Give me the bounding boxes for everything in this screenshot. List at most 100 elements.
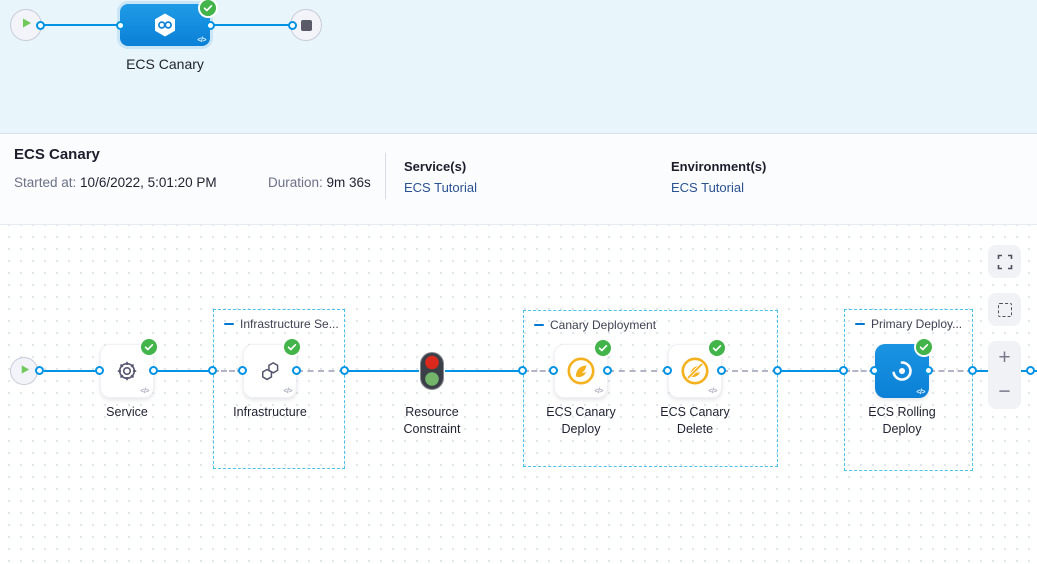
- collapse-icon: [224, 322, 234, 326]
- node-label-infrastructure: Infrastructure: [233, 405, 307, 419]
- minimap-stage-node-ecs-canary[interactable]: </>: [120, 4, 210, 46]
- success-check-icon: [595, 340, 611, 356]
- connector-dot: [208, 366, 217, 375]
- connector-dot: [603, 366, 612, 375]
- graph-edge-dashed: [523, 370, 554, 372]
- code-icon: </>: [594, 388, 603, 395]
- graph-edge: [445, 370, 523, 372]
- connector-dot: [717, 366, 726, 375]
- success-check-icon: [916, 339, 932, 355]
- graph-edge: [778, 370, 844, 372]
- collapse-icon: [534, 323, 544, 327]
- canary-deploy-icon: [566, 356, 596, 386]
- graph-edge: [345, 370, 419, 372]
- group-canary-deployment: Canary Deployment: [523, 310, 778, 467]
- node-label-service: Service: [106, 405, 148, 419]
- connector-dot: [1026, 366, 1035, 375]
- connector-dot: [663, 366, 672, 375]
- success-check-icon: [709, 340, 725, 356]
- traffic-light-icon: [419, 352, 445, 395]
- ecs-rolling-icon: [888, 357, 916, 385]
- divider: [385, 153, 386, 199]
- zoom-controls: + −: [988, 341, 1021, 409]
- node-ecs-canary-delete[interactable]: </>: [668, 344, 722, 398]
- code-icon: </>: [197, 37, 206, 44]
- infrastructure-hexagons-icon: [257, 358, 283, 384]
- stage-minimap-band: </> ECS Canary: [0, 0, 1037, 134]
- graph-edge-dashed: [844, 370, 875, 372]
- reset-selection-button[interactable]: [988, 293, 1021, 326]
- connector-dot: [292, 366, 301, 375]
- duration-value: 9m 36s: [322, 175, 371, 190]
- execution-summary-bar: ECS Canary Started at: 10/6/2022, 5:01:2…: [0, 134, 1037, 225]
- graph-edge-dashed: [929, 370, 973, 372]
- success-check-icon: [284, 339, 300, 355]
- duration: Duration: 9m 36s: [268, 175, 371, 190]
- success-check-icon: [141, 339, 157, 355]
- group-label: Primary Deploy...: [871, 317, 963, 331]
- minimap-stage-label: ECS Canary: [126, 56, 204, 72]
- connector-dot: [549, 366, 558, 375]
- group-canary-header[interactable]: Canary Deployment: [534, 318, 656, 332]
- connector-dot: [35, 366, 44, 375]
- graph-edge-dashed: [608, 370, 668, 372]
- connector-dot: [340, 366, 349, 375]
- gear-icon: [114, 358, 140, 384]
- minimap-edge: [44, 24, 120, 26]
- canary-delete-icon: [680, 356, 710, 386]
- node-resource-constraint[interactable]: [419, 351, 445, 391]
- code-icon: </>: [708, 388, 717, 395]
- node-label-ecs-canary-deploy: ECS Canary Deploy: [546, 405, 616, 436]
- play-icon: [20, 16, 32, 34]
- zoom-out-button[interactable]: −: [998, 380, 1011, 403]
- group-primary-header[interactable]: Primary Deploy...: [855, 317, 962, 331]
- connector-dot: [36, 21, 45, 30]
- connector-dot: [924, 366, 933, 375]
- started-at: Started at: 10/6/2022, 5:01:20 PM: [14, 175, 217, 190]
- connector-dot: [149, 366, 158, 375]
- code-icon: </>: [283, 388, 292, 395]
- graph-edge-dashed: [213, 370, 243, 372]
- play-icon: [19, 362, 30, 380]
- node-label-ecs-rolling-deploy: ECS Rolling Deploy: [868, 405, 936, 436]
- environments-link[interactable]: ECS Tutorial: [671, 180, 744, 195]
- graph-start-node[interactable]: [10, 357, 38, 385]
- zoom-in-button[interactable]: +: [998, 346, 1011, 369]
- stop-icon: [300, 19, 312, 31]
- connector-dot: [95, 366, 104, 375]
- code-icon: </>: [916, 389, 925, 396]
- environments-label: Environment(s): [671, 159, 767, 174]
- execution-graph-canvas[interactable]: Infrastructure Se... Canary Deployment P…: [0, 225, 1037, 564]
- connector-dot: [288, 21, 297, 30]
- connector-dot: [839, 366, 848, 375]
- marquee-select-icon: [997, 302, 1012, 317]
- started-at-value: 10/6/2022, 5:01:20 PM: [76, 175, 217, 190]
- connector-dot: [870, 366, 879, 375]
- connector-dot: [116, 21, 125, 30]
- group-infrastructure-section: Infrastructure Se...: [213, 309, 345, 469]
- connector-dot: [968, 366, 977, 375]
- pipeline-title: ECS Canary: [14, 146, 100, 163]
- group-label: Canary Deployment: [550, 318, 657, 332]
- code-icon: </>: [140, 388, 149, 395]
- connector-dot: [518, 366, 527, 375]
- services-label: Service(s): [404, 159, 467, 174]
- group-infrastructure-header[interactable]: Infrastructure Se...: [224, 317, 339, 331]
- started-at-label: Started at:: [14, 175, 77, 190]
- node-label-ecs-canary-delete: ECS Canary Delete: [660, 405, 730, 436]
- services-link[interactable]: ECS Tutorial: [404, 180, 477, 195]
- graph-edge-dashed: [722, 370, 778, 372]
- connector-dot: [238, 366, 247, 375]
- graph-edge: [44, 370, 100, 372]
- fullscreen-icon: [997, 254, 1013, 270]
- connector-dot: [206, 21, 215, 30]
- node-label-resource-constraint: Resource Constraint: [403, 405, 461, 436]
- minimap-edge: [210, 24, 292, 26]
- duration-label: Duration:: [268, 175, 323, 190]
- collapse-icon: [855, 322, 865, 326]
- connector-dot: [773, 366, 782, 375]
- fullscreen-button[interactable]: [988, 245, 1021, 278]
- graph-edge: [154, 370, 213, 372]
- group-primary-deployment: Primary Deploy...: [844, 309, 973, 471]
